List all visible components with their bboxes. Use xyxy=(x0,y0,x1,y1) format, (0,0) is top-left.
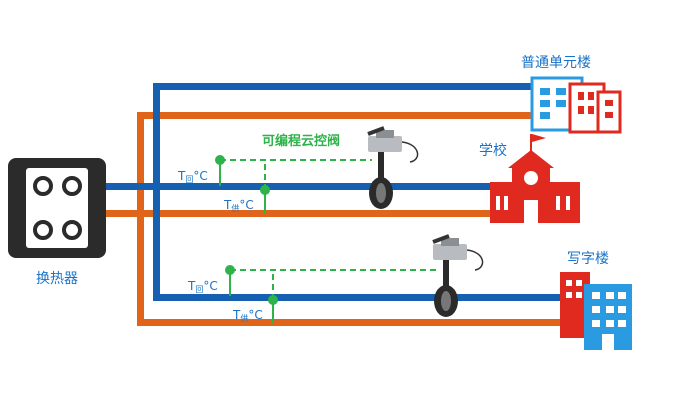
return-temp-label: T回°C xyxy=(177,169,208,184)
supply-sensor-dot xyxy=(268,295,278,305)
heat-exchanger-label: 换热器 xyxy=(36,270,78,287)
residential-label: 普通单元楼 xyxy=(521,55,591,71)
supply-temp-label: T供°C xyxy=(223,198,254,213)
butterfly-valve-icon xyxy=(367,126,419,209)
supply-temp-label: T供°C xyxy=(232,308,263,323)
office-building-icon xyxy=(560,272,632,350)
heat-exchanger-icon xyxy=(8,158,106,258)
school-building-icon xyxy=(490,134,580,223)
valve-label: 可编程云控阀 xyxy=(262,133,340,149)
return-sensor-dot xyxy=(225,265,235,275)
butterfly-valve-icon xyxy=(432,234,484,317)
return-sensor-dot xyxy=(215,155,225,165)
return-temp-label: T回°C xyxy=(187,279,218,294)
school-label: 学校 xyxy=(479,142,507,159)
office-label: 写字楼 xyxy=(567,251,609,267)
supply-sensor-dot xyxy=(260,185,270,195)
return-pipes xyxy=(100,83,573,301)
residential-building-icon xyxy=(530,76,622,134)
supply-pipes xyxy=(100,112,572,326)
